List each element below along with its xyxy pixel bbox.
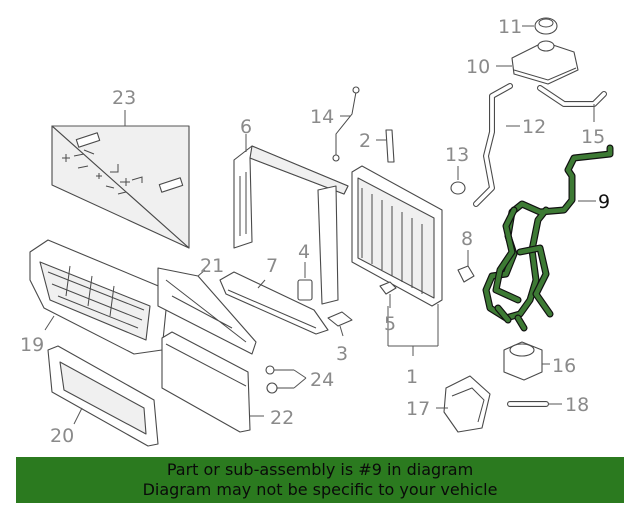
callout-21: 21 [200, 255, 224, 277]
callout-17: 17 [406, 398, 430, 420]
callout-5: 5 [384, 313, 396, 335]
part-23-hardware-kit [51, 110, 190, 249]
callout-13: 13 [445, 144, 469, 166]
callout-11: 11 [498, 16, 522, 38]
callout-16: 16 [552, 355, 576, 377]
part-14-hose-line [332, 86, 360, 162]
part-7-air-guide [219, 271, 329, 335]
part-20-lower-grille [47, 345, 159, 447]
callout-22: 22 [270, 407, 294, 429]
callout-8: 8 [461, 228, 473, 250]
callout-3: 3 [336, 343, 348, 365]
callout-20: 20 [50, 425, 74, 447]
part-22-deflector [161, 331, 264, 433]
callout-1: 1 [406, 366, 418, 388]
part-15-hose [537, 85, 607, 122]
part-19-grille-frame [29, 239, 169, 355]
part-3-clip [327, 311, 353, 337]
part-17-bracket [436, 375, 491, 433]
part-4-bracket [297, 262, 313, 301]
callout-6: 6 [240, 116, 252, 138]
callout-15: 15 [581, 126, 605, 148]
part-10-expansion-tank [496, 40, 579, 85]
parts-diagram: 1 2 3 4 5 6 7 8 9 10 11 12 13 14 15 16 1… [20, 16, 614, 447]
part-6-radiator-support [233, 134, 349, 305]
part-2-bracket [376, 129, 395, 163]
part-24-bolts [265, 365, 307, 394]
banner-line-1: Part or sub-assembly is #9 in diagram [166, 460, 474, 479]
part-13-cap [450, 166, 466, 195]
part-16-water-pump [503, 341, 550, 381]
part-11-reservoir-cap [522, 17, 558, 35]
callout-9: 9 [598, 191, 610, 213]
info-banner: Part or sub-assembly is #9 in diagram Di… [16, 457, 624, 503]
callout-4: 4 [298, 241, 310, 263]
part-1-radiator [351, 165, 443, 356]
part-9-wiring-harness [482, 144, 614, 332]
callout-14: 14 [310, 106, 334, 128]
callout-18: 18 [565, 394, 589, 416]
callout-19: 19 [20, 334, 44, 356]
callout-7: 7 [266, 255, 278, 277]
callout-23: 23 [112, 87, 136, 109]
callout-10: 10 [466, 56, 490, 78]
callout-12: 12 [522, 116, 546, 138]
callout-24: 24 [310, 369, 334, 391]
part-21-air-duct [157, 267, 257, 355]
part-8-valve [457, 250, 475, 283]
part-5-clip [379, 281, 397, 308]
callout-2: 2 [359, 130, 371, 152]
banner-line-2: Diagram may not be specific to your vehi… [142, 480, 498, 499]
part-12-coolant-hose [473, 83, 520, 207]
